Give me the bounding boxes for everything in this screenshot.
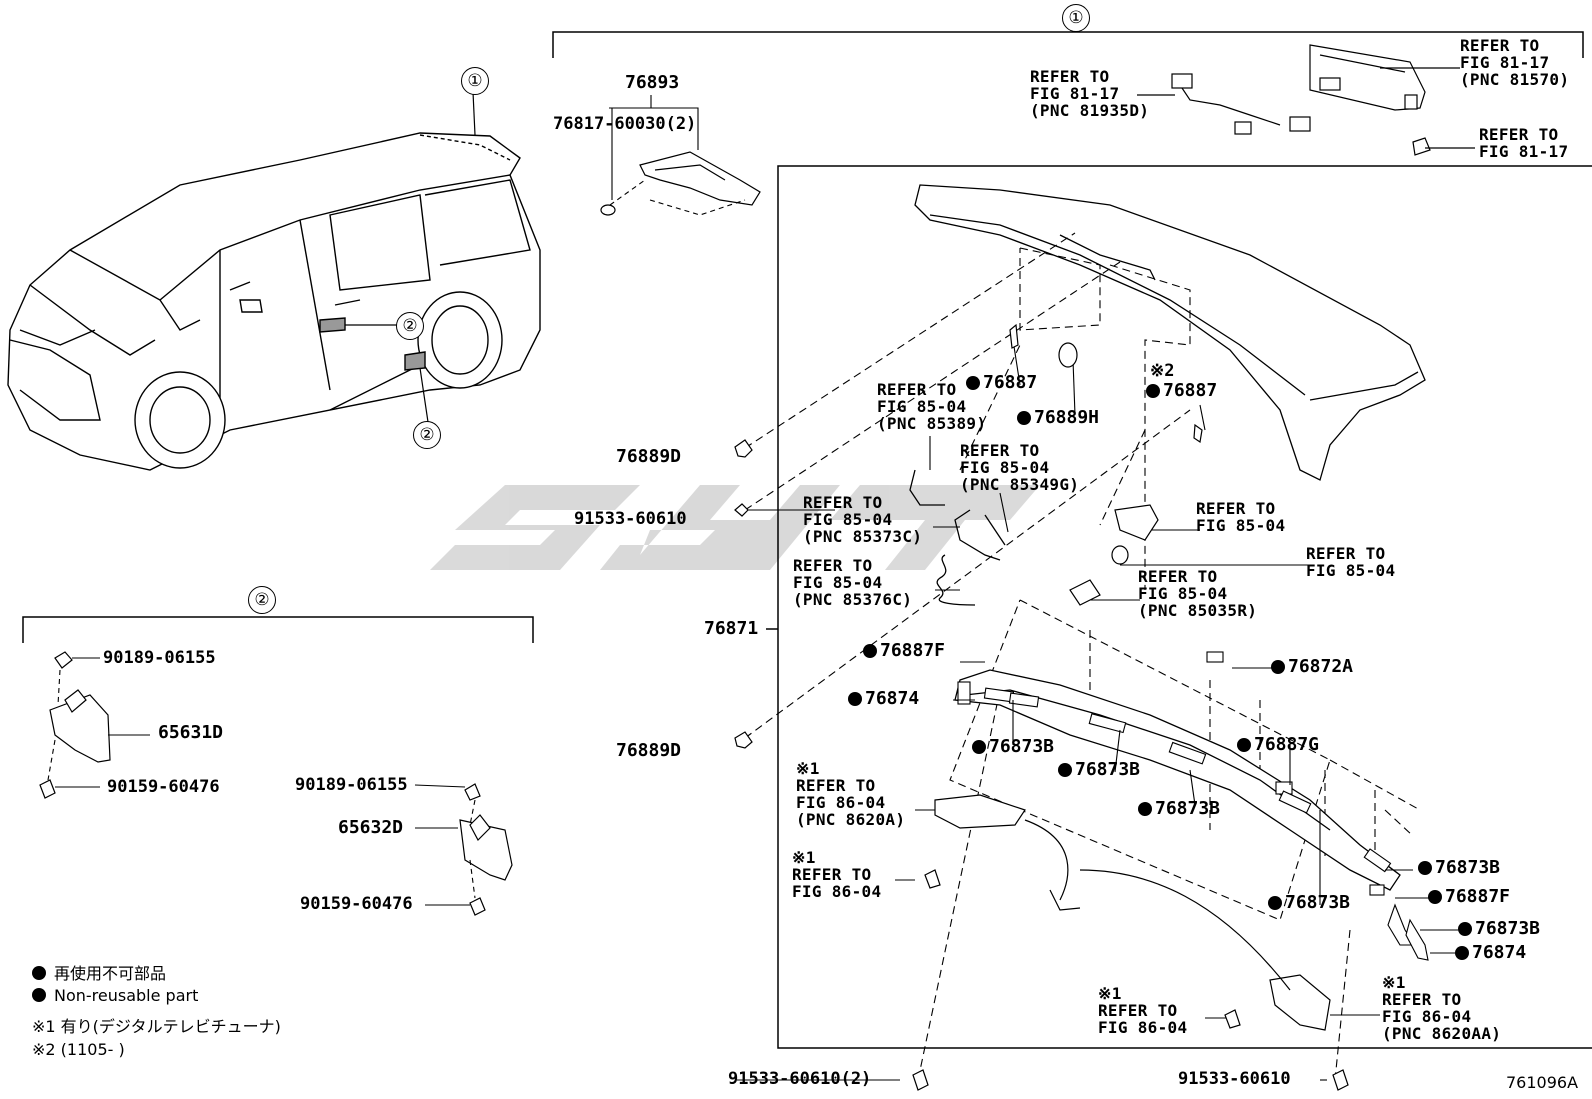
part-76889D-upper: 76889D (616, 446, 682, 467)
section2-bracket (22, 616, 534, 643)
ref-81-17: REFER TO FIG 81-17 (1479, 125, 1569, 161)
part-76873B-a: 76873B (972, 736, 1054, 757)
ref-81570: REFER TO FIG 81-17 (PNC 81570) (1460, 36, 1570, 89)
section2-parts (39, 651, 513, 916)
part-76817-60030: 76817-60030(2) (553, 114, 697, 134)
part-91533-60610-a: 91533-60610 (574, 509, 687, 529)
ref-8620AA: ※1 REFER TO FIG 86-04 (PNC 8620AA) (1382, 973, 1502, 1043)
part-76873B-d: 76873B (1268, 892, 1350, 913)
part-90159-60476-a: 90159-60476 (107, 777, 220, 797)
part-76887F-b: 76887F (1428, 886, 1510, 907)
bullet-icon (32, 966, 46, 980)
ref-81935D: REFER TO FIG 81-17 (PNC 81935D) (1030, 67, 1150, 120)
ref-85389: REFER TO FIG 85-04 (PNC 85389) (877, 380, 987, 433)
mark-2: ※2 (1150, 361, 1175, 381)
ref-85373C: REFER TO FIG 85-04 (PNC 85373C) (803, 493, 923, 546)
part-76874-b: 76874 (1455, 942, 1526, 963)
bullet-icon (32, 988, 46, 1002)
stop-lamp-81570 (1309, 44, 1475, 156)
leader-lines (737, 339, 1458, 1081)
part-76873B-e: 76873B (1418, 857, 1500, 878)
mounting-lines (744, 232, 1421, 1081)
part-76887-b: 76887 (1146, 380, 1217, 401)
ref-8620A: ※1 REFER TO FIG 86-04 (PNC 8620A) (796, 759, 906, 829)
part-76874-a: 76874 (848, 688, 919, 709)
spoiler-group-box (777, 165, 1592, 1049)
callout-2-van-door: ② (396, 312, 424, 340)
part-90189-06155-b: 90189-06155 (295, 775, 408, 795)
callout-1-van: ① (461, 67, 489, 95)
legend-nonreusable-ja: 再使用不可部品 (32, 960, 166, 984)
section1-bracket (552, 30, 1584, 58)
hoses (909, 469, 1006, 606)
ref-85349G: REFER TO FIG 85-04 (PNC 85349G) (960, 441, 1080, 494)
part-76873B-f: 76873B (1458, 918, 1540, 939)
part-65632D: 65632D (338, 817, 404, 838)
part-76871: 76871 (704, 618, 759, 639)
legend-nonreusable-en: Non-reusable part (32, 986, 198, 1005)
callout-2-van-step: ② (413, 421, 441, 449)
ref-85035R: REFER TO FIG 85-04 (PNC 85035R) (1138, 567, 1258, 620)
part-76872A: 76872A (1271, 656, 1353, 677)
ref-85-04-a: REFER TO FIG 85-04 (1196, 499, 1286, 535)
part-76873B-b: 76873B (1058, 759, 1140, 780)
ref-85376C: REFER TO FIG 85-04 (PNC 85376C) (793, 556, 913, 609)
callout-2-section: ② (248, 586, 276, 614)
ref-86-04-a: ※1 REFER TO FIG 86-04 (792, 848, 882, 901)
part-90159-60476-b: 90159-60476 (300, 894, 413, 914)
part-91533-60610-2: 91533-60610(2) (728, 1069, 872, 1089)
ref-85-04-b: REFER TO FIG 85-04 (1306, 544, 1396, 580)
part-76893: 76893 (625, 72, 680, 93)
ref-86-04-b: ※1 REFER TO FIG 86-04 (1098, 984, 1188, 1037)
clip-icon (600, 204, 616, 216)
figure-id: 761096A (1506, 1073, 1579, 1092)
pads (957, 651, 1429, 961)
harness-81935D (1137, 73, 1311, 135)
part-91533-60610-c: 91533-60610 (1178, 1069, 1291, 1089)
part-90189-06155-a: 90189-06155 (103, 648, 216, 668)
bracket-76893 (639, 151, 761, 206)
part-76889H: 76889H (1017, 407, 1099, 428)
antenna-cable (1024, 819, 1291, 991)
part-76887-a: 76887 (966, 372, 1037, 393)
part-76887F-a: 76887F (863, 640, 945, 661)
small-parts (734, 323, 1349, 1091)
legend-note-1: ※1 有り(デジタルテレビチューナ) (32, 1017, 281, 1036)
part-76873B-c: 76873B (1138, 798, 1220, 819)
part-65631D: 65631D (158, 722, 224, 743)
callout-1-top: ① (1062, 4, 1090, 32)
legend-note-2: ※2 (1105- ) (32, 1040, 125, 1059)
part-76889D-lower: 76889D (616, 740, 682, 761)
rear-spoiler (914, 184, 1426, 481)
van-illustration (7, 132, 541, 471)
part-76887G: 76887G (1237, 734, 1319, 755)
